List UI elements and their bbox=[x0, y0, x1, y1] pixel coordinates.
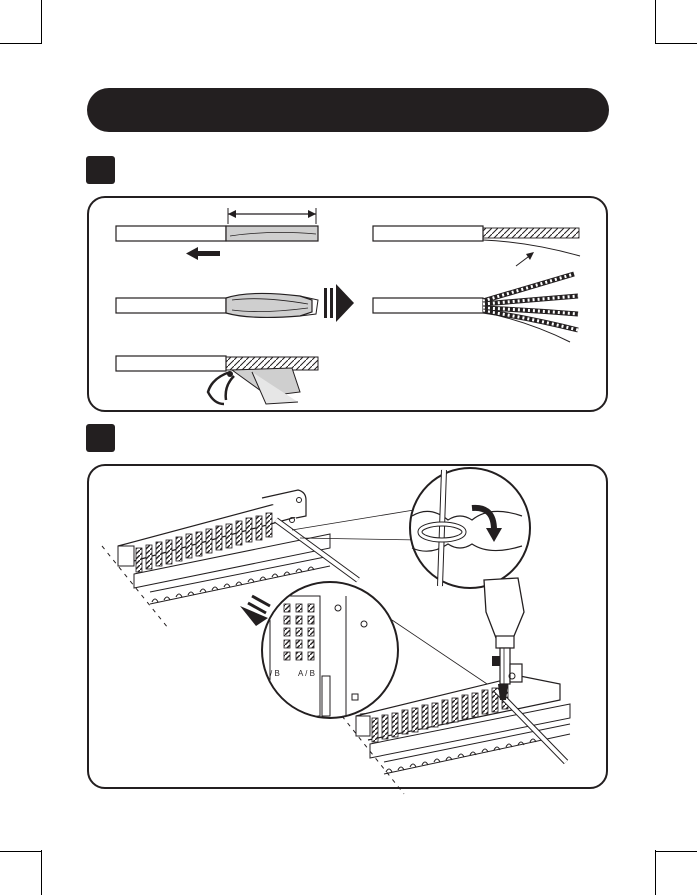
terminal-label-left: / B bbox=[270, 669, 280, 678]
cable-pairs-fanned bbox=[373, 274, 578, 342]
pliers-icon bbox=[208, 371, 234, 404]
cable-shield-fold bbox=[116, 293, 318, 317]
cable-pairs-bundle bbox=[373, 226, 580, 266]
twist-detail-circle bbox=[410, 468, 530, 588]
cable-cutting-pliers bbox=[116, 356, 318, 404]
terminal-label-right: A / B bbox=[298, 669, 315, 678]
cable-jacket-pull bbox=[116, 208, 318, 260]
punch-down-tool-icon bbox=[484, 578, 524, 700]
down-arrow-icon bbox=[240, 596, 270, 626]
step-arrow-icon bbox=[324, 284, 354, 322]
